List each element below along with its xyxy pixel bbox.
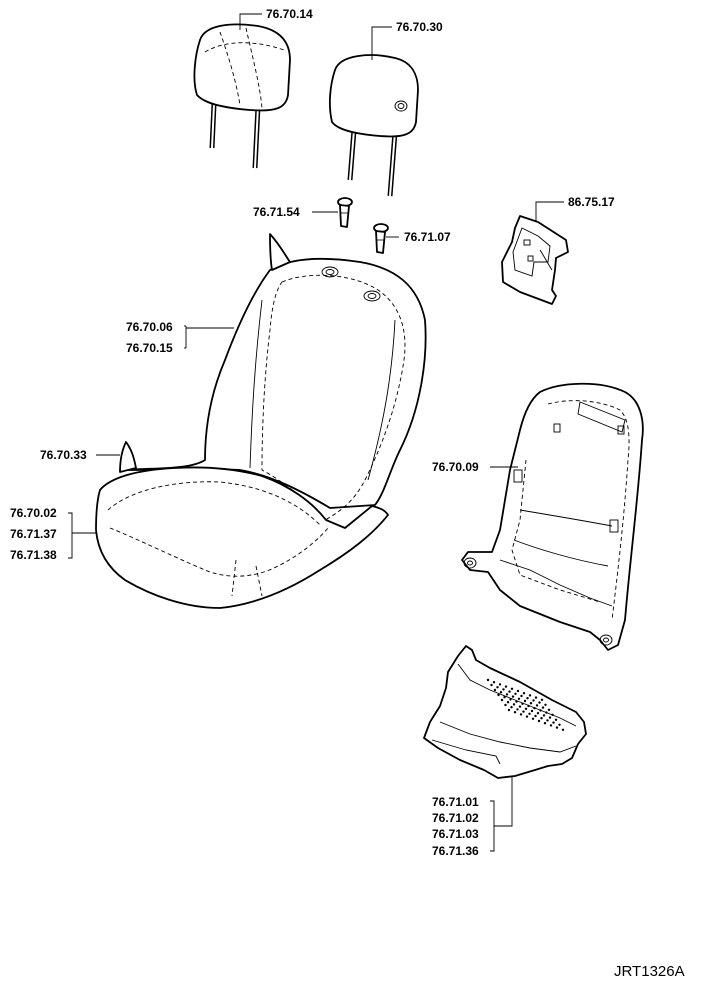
label-cushion-3: 76.71.38 bbox=[10, 548, 57, 562]
perforation-dot bbox=[504, 685, 508, 688]
perforation-dot bbox=[500, 698, 504, 702]
perforation-dot bbox=[555, 726, 559, 729]
perforation-dot bbox=[543, 722, 547, 725]
perforation-dot bbox=[516, 708, 519, 711]
perforation-dot bbox=[561, 728, 565, 731]
perforation-dot bbox=[522, 710, 525, 713]
headrest-guide-right[interactable] bbox=[373, 223, 389, 254]
perforation-dot bbox=[540, 698, 544, 701]
perforation-dot bbox=[490, 683, 493, 687]
perforation-dot bbox=[505, 693, 509, 696]
perforation-dot bbox=[541, 706, 545, 709]
headrest-right[interactable] bbox=[328, 54, 419, 197]
perforation-dot bbox=[521, 702, 524, 705]
label-cover-backrest-2: 76.70.15 bbox=[126, 341, 173, 355]
perforation-dot bbox=[503, 696, 506, 699]
perforation-dot bbox=[546, 719, 549, 722]
perforation-dot bbox=[510, 706, 513, 709]
bracket[interactable] bbox=[501, 215, 569, 305]
label-guide-left: 76.71.54 bbox=[253, 205, 300, 219]
perforation-dot bbox=[524, 707, 528, 710]
perforation-dot bbox=[544, 703, 547, 706]
perforation-dot bbox=[547, 708, 551, 711]
perforation-dot bbox=[535, 704, 539, 707]
perforation-dot bbox=[514, 692, 517, 695]
perforation-dot bbox=[527, 704, 530, 708]
part-labels: 76.70.14 76.70.30 76.71.54 76.71.07 86.7… bbox=[10, 7, 685, 980]
perforation-dot bbox=[534, 714, 537, 718]
perforation-dot bbox=[513, 711, 517, 714]
perforation-dot bbox=[519, 713, 523, 716]
label-seat-trim: 76.70.33 bbox=[40, 448, 87, 462]
perforation-dot bbox=[551, 713, 554, 716]
label-shield-2: 76.71.02 bbox=[432, 811, 479, 825]
perforation-dot bbox=[528, 712, 531, 715]
leader-lines bbox=[68, 13, 564, 852]
label-cover-backrest-1: 76.70.06 bbox=[126, 320, 173, 334]
perforation-dot bbox=[536, 712, 540, 715]
perforation-dot bbox=[515, 700, 518, 703]
label-frame: 76.70.09 bbox=[432, 460, 479, 474]
perforation-dot bbox=[540, 717, 543, 720]
seat-side-shield[interactable] bbox=[423, 645, 587, 779]
perforation-dot bbox=[511, 695, 515, 698]
label-shield-3: 76.71.03 bbox=[432, 827, 479, 841]
perforation-dot bbox=[528, 694, 532, 697]
perforation-dot bbox=[498, 683, 502, 686]
perforation-dot bbox=[532, 699, 535, 702]
drawing-code: JRT1326A bbox=[614, 963, 685, 980]
perforation-dot bbox=[506, 701, 510, 704]
perforation-dot bbox=[507, 708, 511, 712]
perforation-dot bbox=[497, 693, 500, 697]
perforation-dot bbox=[510, 687, 514, 690]
perforation-dot bbox=[502, 688, 505, 691]
label-shield-4: 76.71.36 bbox=[432, 844, 479, 858]
perforation-dot bbox=[530, 709, 534, 713]
perforation-dot bbox=[558, 723, 561, 726]
perforation-dot bbox=[533, 707, 536, 710]
perforation-dot bbox=[493, 688, 497, 692]
perforation-dot bbox=[504, 703, 507, 707]
headrest-guide-left[interactable] bbox=[337, 197, 353, 228]
perforation-dot bbox=[496, 686, 499, 689]
perforation-dot bbox=[554, 718, 558, 721]
label-guide-right: 76.71.07 bbox=[404, 230, 451, 244]
seat-cover-assembly[interactable] bbox=[95, 233, 427, 609]
perforation-dot bbox=[548, 716, 552, 719]
perforation-dot bbox=[516, 689, 520, 693]
perforation-dot bbox=[486, 678, 490, 682]
label-headrest-left: 76.70.14 bbox=[266, 7, 313, 21]
label-cushion-1: 76.70.02 bbox=[10, 506, 57, 520]
label-cushion-2: 76.71.37 bbox=[10, 527, 57, 541]
perforation-dot bbox=[537, 719, 541, 723]
shield-perforations bbox=[486, 678, 565, 731]
perforation-dot bbox=[531, 717, 535, 720]
headrest-left[interactable] bbox=[193, 23, 291, 169]
perforation-dot bbox=[549, 724, 553, 727]
perforation-dot bbox=[517, 697, 521, 700]
perforation-dot bbox=[538, 701, 541, 704]
perforation-dot bbox=[529, 702, 533, 705]
perforation-dot bbox=[512, 703, 516, 706]
perforation-dot bbox=[509, 698, 512, 701]
label-bracket: 86.75.17 bbox=[568, 195, 615, 209]
perforation-dot bbox=[542, 714, 546, 717]
perforation-dot bbox=[523, 699, 527, 703]
perforation-dot bbox=[534, 696, 538, 699]
backrest-frame[interactable] bbox=[461, 382, 644, 651]
perforation-dot bbox=[522, 692, 526, 695]
perforation-dot bbox=[492, 681, 496, 684]
perforation-dot bbox=[526, 697, 529, 700]
perforation-dot bbox=[520, 694, 523, 698]
perforation-dot bbox=[499, 691, 503, 694]
perforation-dot bbox=[539, 709, 542, 712]
perforation-dot bbox=[525, 715, 529, 718]
label-headrest-right: 76.70.30 bbox=[396, 20, 443, 34]
perforation-dot bbox=[518, 705, 522, 708]
perforation-dot bbox=[552, 721, 555, 724]
perforation-dot bbox=[545, 711, 548, 714]
label-shield-1: 76.71.01 bbox=[432, 795, 479, 809]
perforation-dot bbox=[508, 690, 511, 693]
